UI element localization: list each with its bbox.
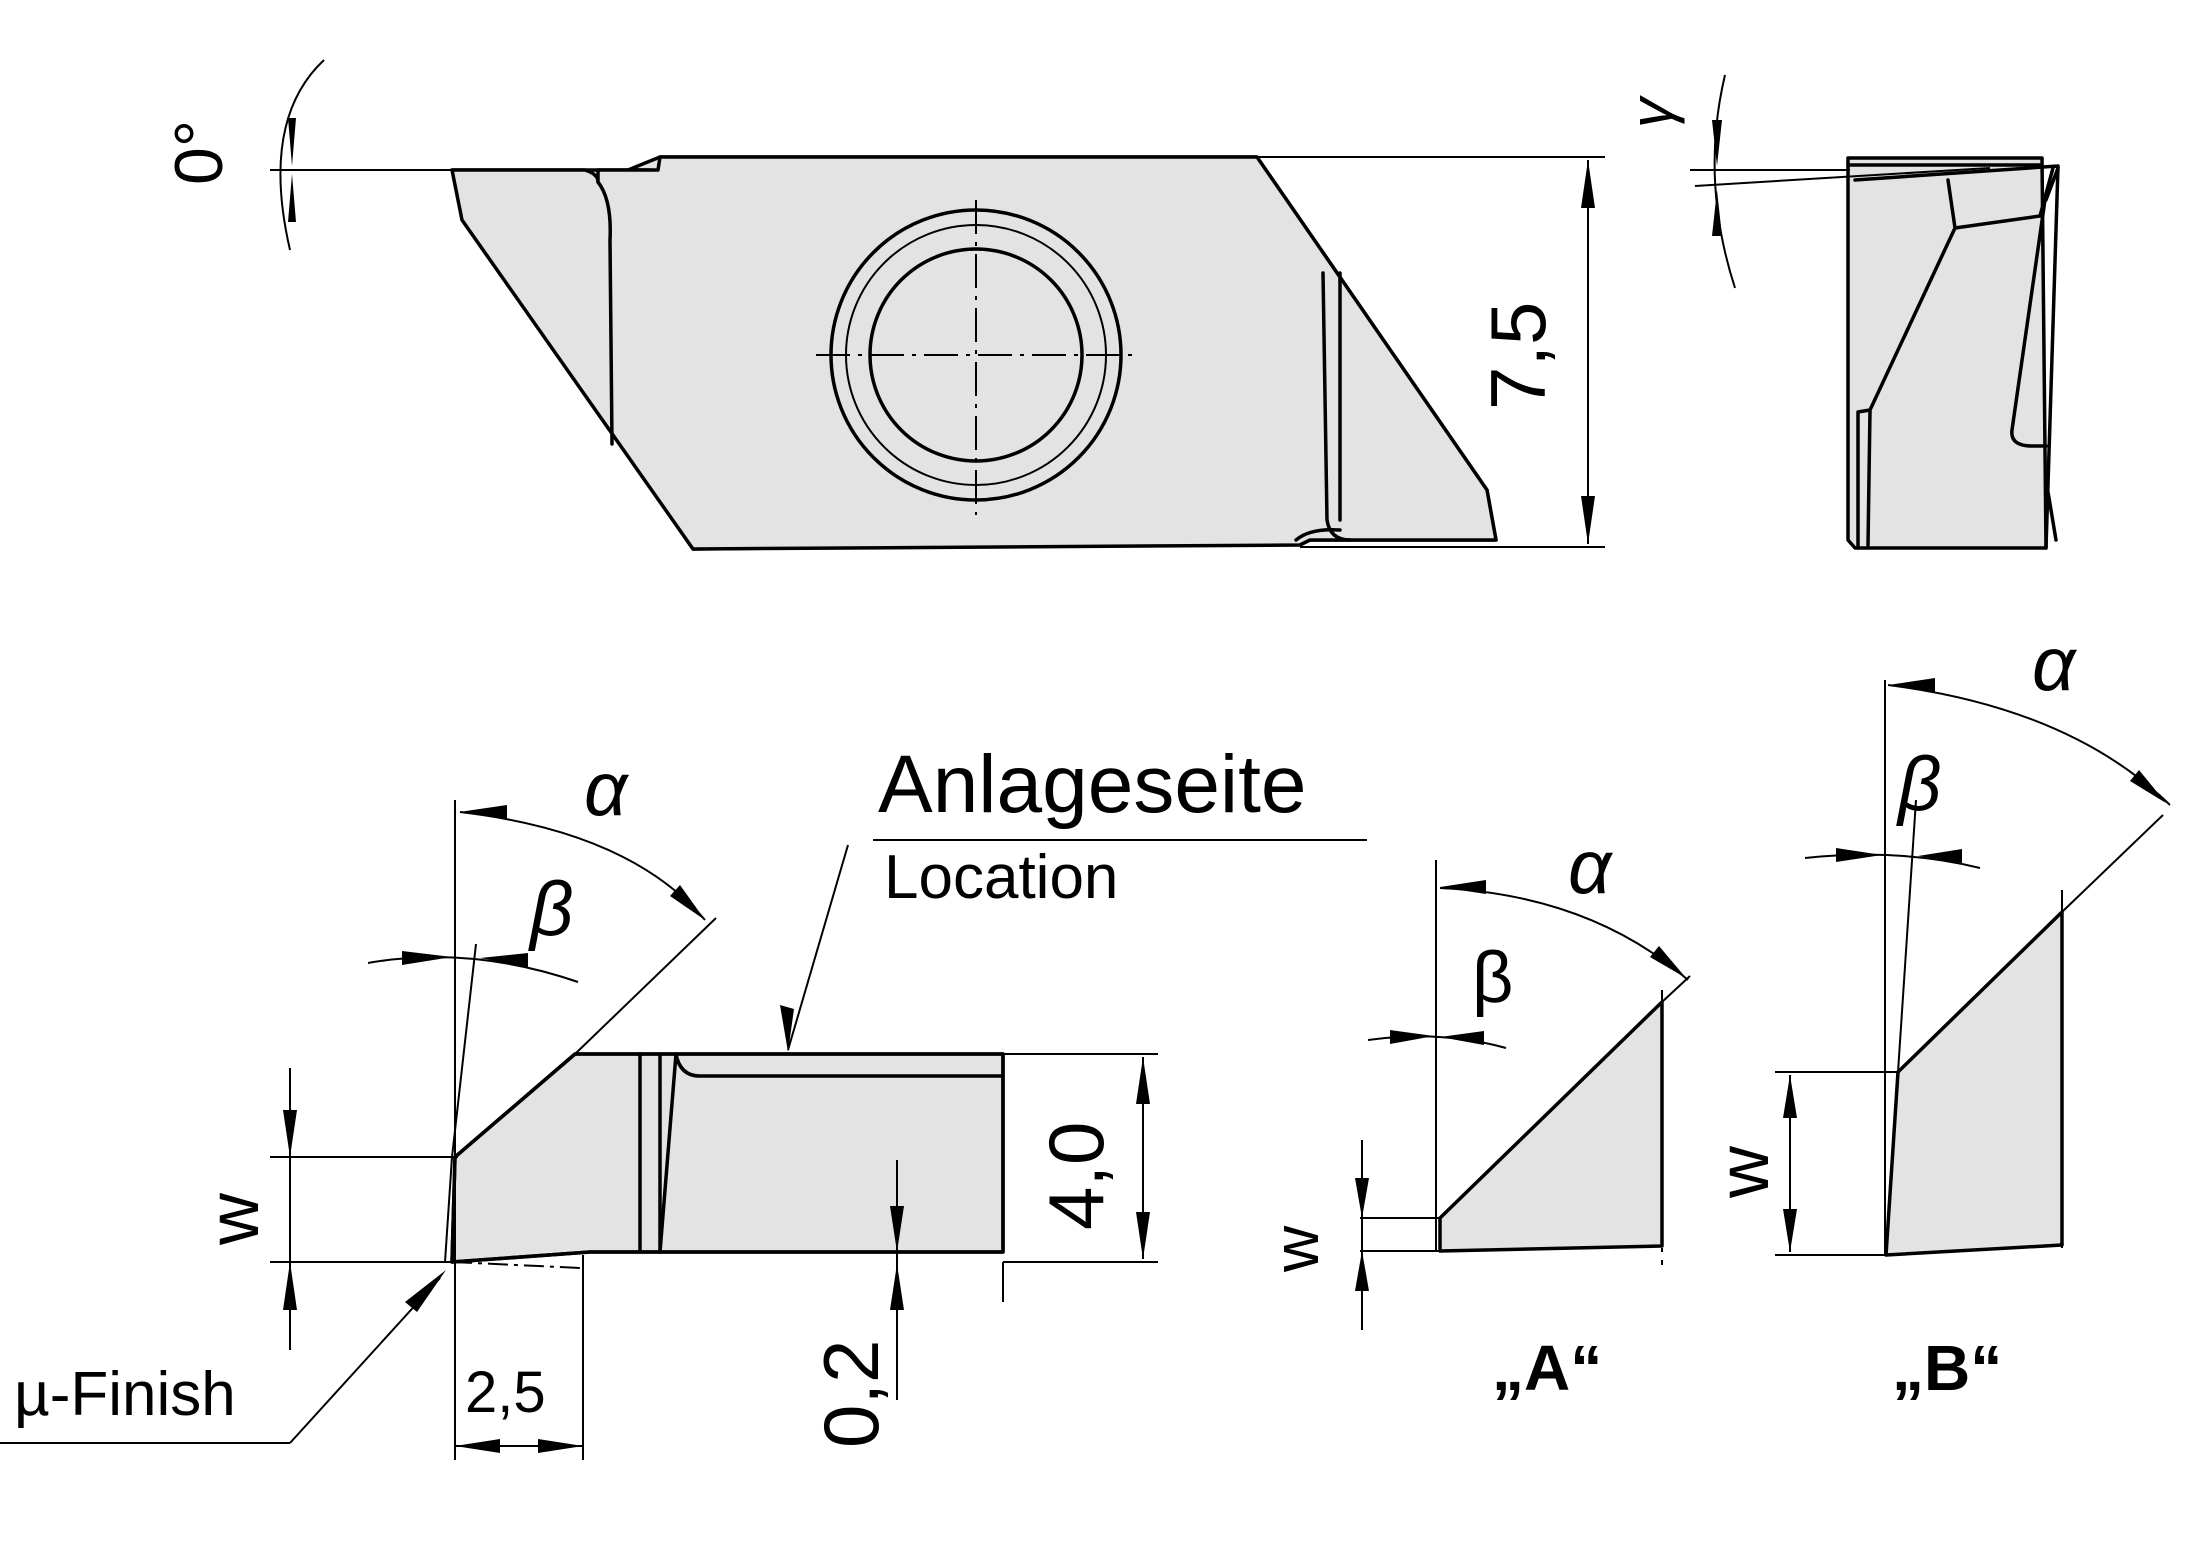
- height-dimension: 7,5: [1257, 156, 1605, 548]
- beta-b-label: β: [1896, 742, 1941, 827]
- variant-a-label: „A“: [1492, 1332, 1602, 1404]
- alpha-b-label: α: [2032, 622, 2078, 707]
- insert-top-view: [450, 155, 1498, 551]
- thickness-dimension: 4,0: [1002, 1053, 1158, 1302]
- zero-angle-dimension: 0°: [161, 59, 452, 251]
- offset-dimension: 0,2: [807, 1160, 1003, 1448]
- variant-b-label: „B“: [1892, 1332, 2002, 1404]
- thickness-label: 4,0: [1032, 1122, 1120, 1230]
- alpha-a-label: α: [1568, 825, 1614, 910]
- mu-finish-callout: µ-Finish: [0, 1270, 446, 1444]
- mu-finish-label: µ-Finish: [14, 1360, 236, 1429]
- w-main-label: w: [194, 1192, 274, 1246]
- insert-detail-view: [444, 1052, 1005, 1269]
- gamma-label: γ: [1618, 95, 1685, 128]
- zero-angle-label: 0°: [161, 120, 237, 185]
- location-label: Location: [884, 843, 1118, 912]
- location-callout: Anlageseite Location: [780, 739, 1367, 1052]
- length-label: 2,5: [465, 1360, 546, 1425]
- anlageseite-label: Anlageseite: [878, 739, 1307, 830]
- variant-a-view: α β w „A“: [1260, 825, 1691, 1404]
- beta-main-label: β: [528, 867, 573, 952]
- main-angle-construction: α β: [367, 747, 717, 1265]
- w-main-dimension: w: [194, 1068, 458, 1350]
- gamma-dimension: γ: [1618, 74, 1991, 289]
- w-a-label: w: [1260, 1225, 1332, 1273]
- length-dimension: 2,5: [454, 1255, 584, 1460]
- offset-label: 0,2: [807, 1340, 895, 1448]
- w-b-label: w: [1704, 1145, 1784, 1199]
- beta-a-label: β: [1472, 938, 1513, 1018]
- insert-side-view: [1846, 156, 2060, 550]
- height-label: 7,5: [1474, 302, 1562, 410]
- variant-b-view: α β w „B“: [1704, 622, 2171, 1404]
- alpha-main-label: α: [584, 747, 630, 832]
